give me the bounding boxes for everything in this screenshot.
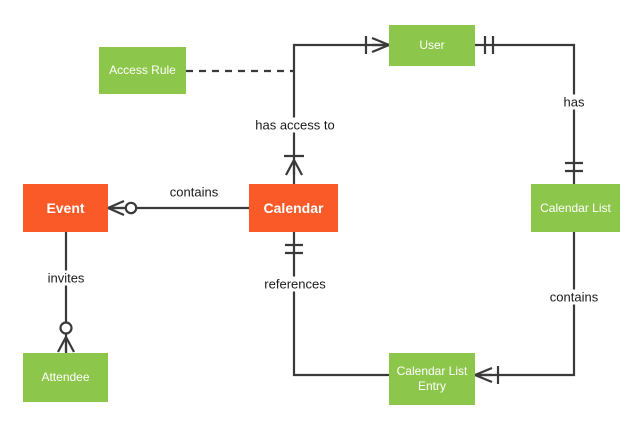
connector-calendar-list-entry — [475, 232, 576, 377]
edge-label-text: has — [563, 94, 585, 110]
connector-calendar-user — [292, 43, 389, 184]
cardinality-calendar-list-exactly-one — [565, 161, 583, 173]
edge-label-text: invites — [47, 270, 85, 286]
edge-label-text: contains — [169, 184, 219, 200]
entity-user[interactable]: User — [389, 25, 475, 66]
entity-label: User — [419, 38, 445, 52]
entity-label: Access Rule — [109, 63, 176, 77]
connector-user-calendar-list — [475, 43, 576, 184]
cardinality-entry-many-to-one — [474, 366, 500, 384]
entity-access-rule[interactable]: Access Rule — [99, 47, 186, 94]
entity-calendar[interactable]: Calendar — [249, 184, 338, 232]
entity-calendar-list-entry[interactable]: Calendar List Entry — [389, 353, 475, 405]
entity-label: Attendee — [41, 370, 90, 384]
entity-calendar-list[interactable]: Calendar List — [531, 184, 620, 232]
entity-label: Calendar List — [540, 200, 611, 215]
edge-label-contains-top: contains — [165, 184, 223, 200]
edge-label-text: has access to — [255, 117, 335, 133]
entity-attendee[interactable]: Attendee — [23, 353, 108, 402]
cardinality-event-zero-or-many — [107, 199, 138, 217]
cardinality-calendar-exactly-one-bottom — [285, 243, 303, 255]
edge-label-has-access-to: has access to — [251, 117, 339, 133]
entity-label: Calendar — [263, 199, 324, 216]
edge-label-text: contains — [549, 289, 599, 305]
edge-label-has: has — [559, 94, 589, 110]
entity-label: Event — [46, 199, 85, 216]
entity-label: Calendar List Entry — [396, 364, 468, 393]
edge-label-references: references — [260, 276, 330, 292]
cardinality-calendar-many — [284, 154, 304, 176]
edge-label-contains-right: contains — [545, 289, 603, 305]
edge-label-invites: invites — [43, 270, 89, 286]
entity-event[interactable]: Event — [23, 184, 108, 232]
connector-calendar-entry — [292, 232, 389, 377]
edge-label-text: references — [264, 276, 326, 292]
cardinality-user-one-to-many — [364, 36, 390, 54]
cardinality-attendee-zero-or-many — [57, 321, 75, 353]
cardinality-user-exactly-one — [483, 36, 495, 54]
